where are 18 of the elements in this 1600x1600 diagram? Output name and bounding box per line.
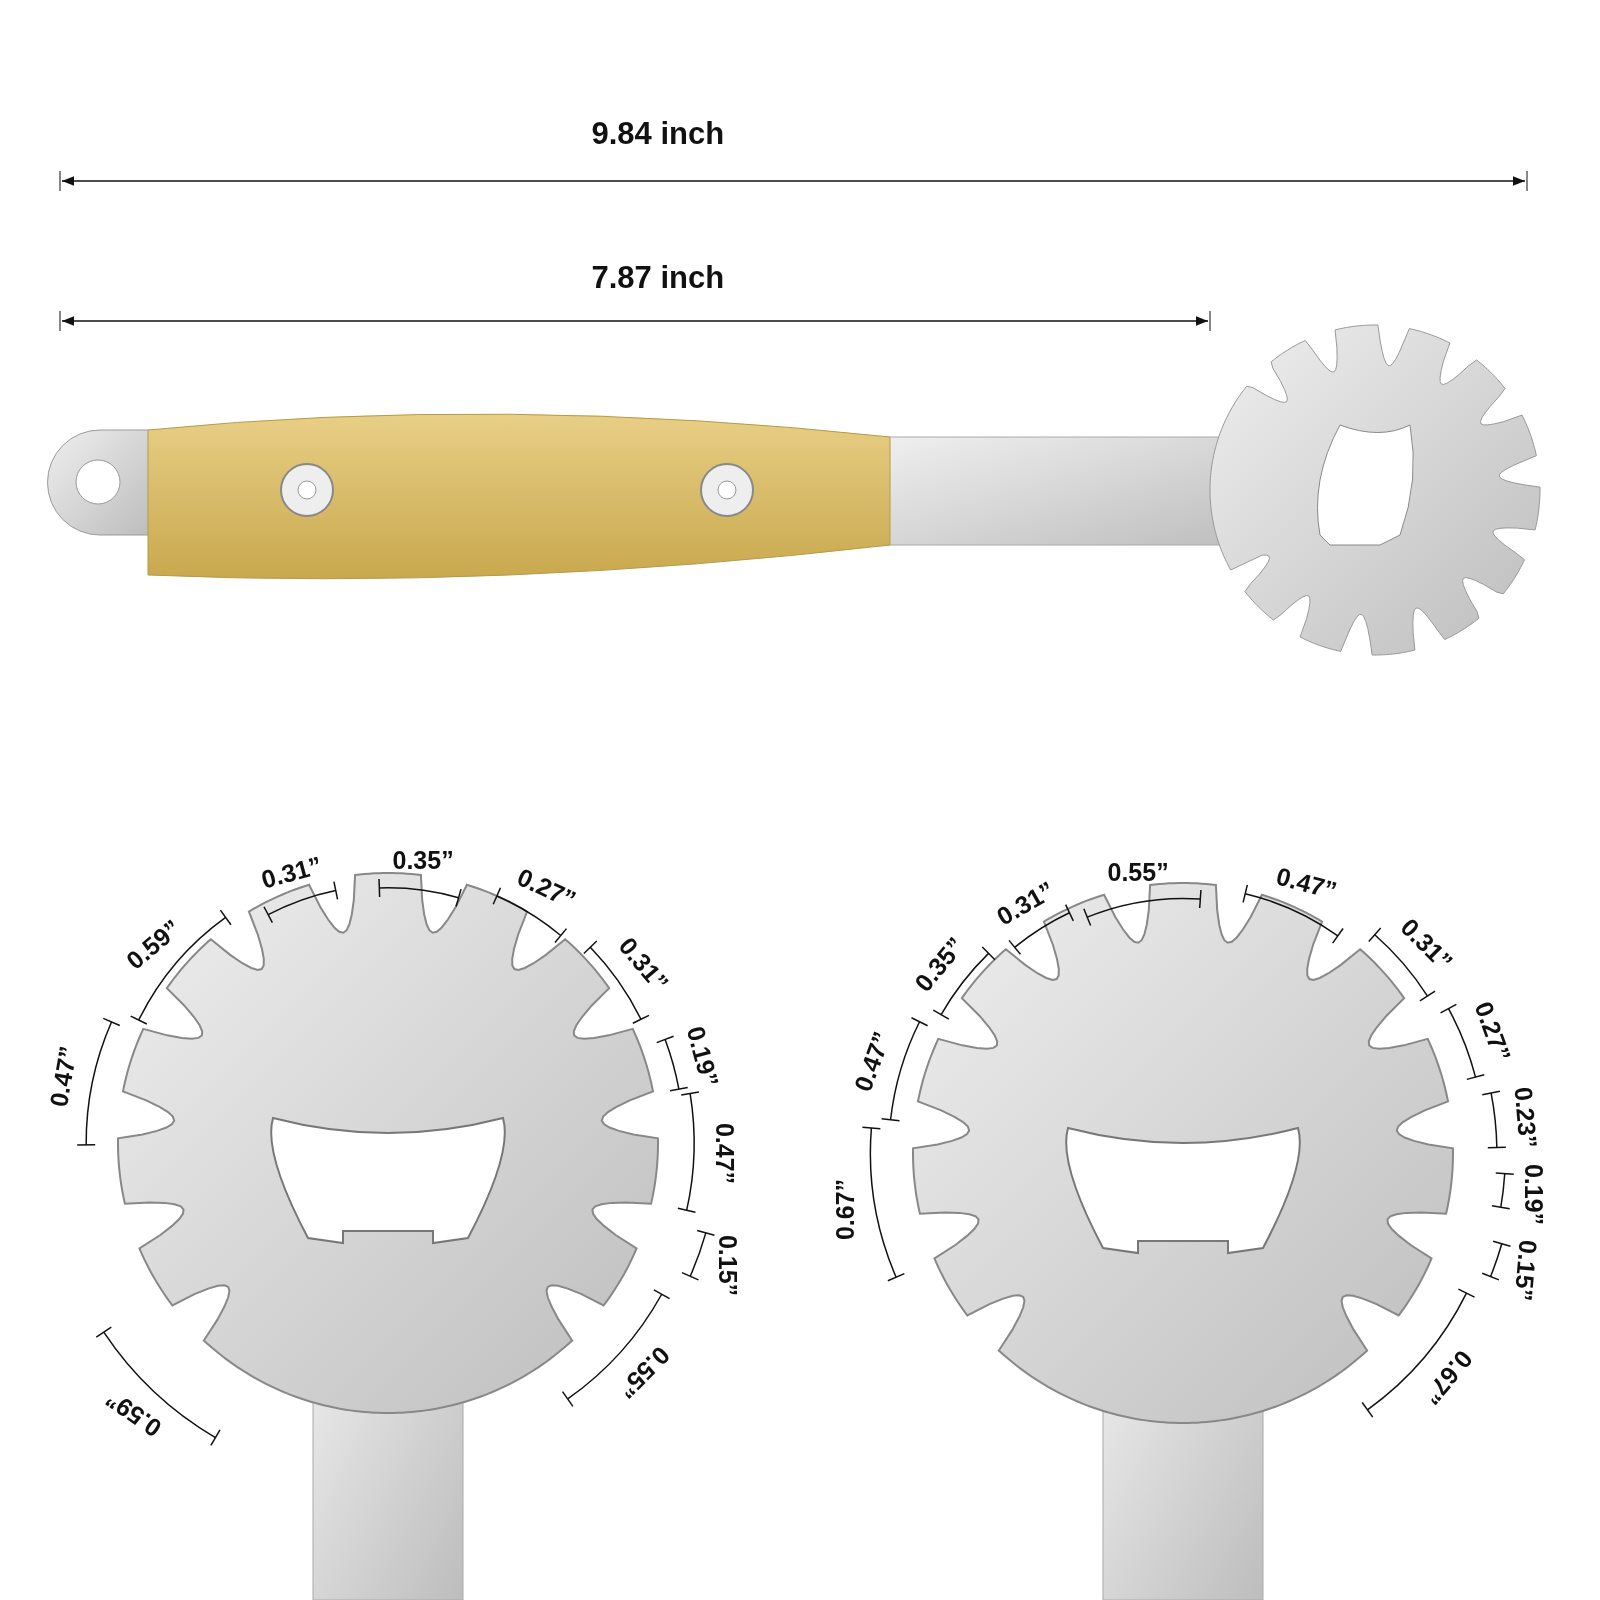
length-label: 7.87 inch: [591, 260, 725, 296]
dimension-label: 0.19”: [1518, 1163, 1548, 1225]
dimension-label: 0.55”: [1107, 857, 1169, 887]
dimension-label: 0.27”: [1468, 997, 1517, 1065]
dimension-label: 0.47”: [848, 1027, 897, 1095]
dimension-label: 0.19”: [680, 1022, 724, 1090]
dimension-label: 0.15”: [1508, 1238, 1543, 1302]
dimension-label: 0.31”: [257, 850, 325, 894]
dimension-label: 0.27”: [512, 861, 580, 915]
dimension-label: 0.59”: [99, 1383, 167, 1443]
dimension-label: 0.67”: [830, 1178, 860, 1240]
dimension-label: 0.47”: [43, 1043, 83, 1109]
dimension-label: 0.47”: [709, 1122, 739, 1184]
dimension-label: 0.47”: [1272, 861, 1340, 905]
dimension-label: 0.15”: [712, 1234, 742, 1296]
length-label: 9.84 inch: [591, 116, 725, 152]
dimension-label: 0.23”: [1508, 1085, 1543, 1149]
dimension-label: 0.35”: [392, 845, 454, 875]
